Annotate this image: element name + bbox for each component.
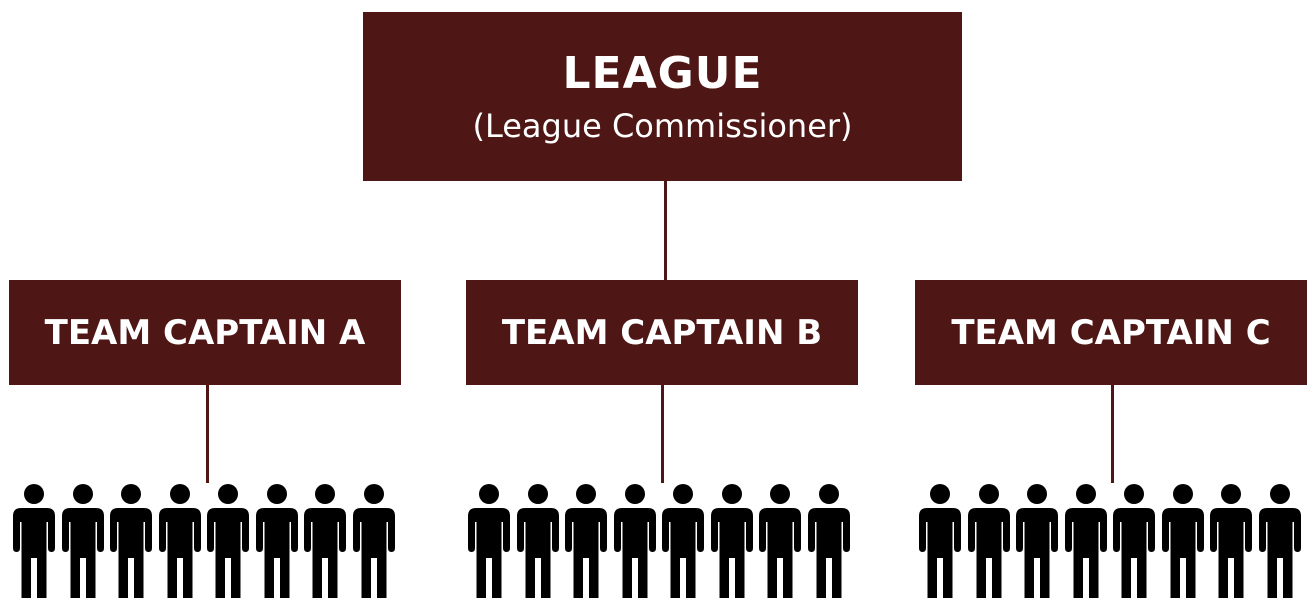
- person-icon: [8, 482, 60, 598]
- team-captain-b-label: TEAM CAPTAIN B: [501, 312, 823, 353]
- person-icon: [105, 482, 157, 598]
- person-icon: [202, 482, 254, 598]
- person-icon: [57, 482, 109, 598]
- person-icon: [1205, 482, 1257, 598]
- team-captain-c-label: TEAM CAPTAIN C: [951, 312, 1271, 353]
- team-captain-b-box: TEAM CAPTAIN B: [466, 280, 858, 385]
- person-icon: [1060, 482, 1112, 598]
- person-icon: [299, 482, 351, 598]
- person-icon: [251, 482, 303, 598]
- person-icon: [512, 482, 564, 598]
- league-subtitle: (League Commissioner): [472, 106, 853, 145]
- person-icon: [463, 482, 515, 598]
- person-icon: [1254, 482, 1306, 598]
- connector-captain-c-to-team: [1111, 385, 1114, 483]
- person-icon: [657, 482, 709, 598]
- person-icon: [1157, 482, 1209, 598]
- team-captain-a-label: TEAM CAPTAIN A: [44, 312, 366, 353]
- person-icon: [348, 482, 400, 598]
- team-captain-a-box: TEAM CAPTAIN A: [9, 280, 401, 385]
- league-title: LEAGUE: [562, 47, 763, 99]
- person-icon: [754, 482, 806, 598]
- person-icon: [154, 482, 206, 598]
- person-icon: [803, 482, 855, 598]
- person-icon: [1011, 482, 1063, 598]
- connector-league-to-captains: [664, 181, 667, 280]
- person-icon: [963, 482, 1015, 598]
- person-icon: [1108, 482, 1160, 598]
- league-box: LEAGUE (League Commissioner): [363, 12, 962, 181]
- connector-captain-b-to-team: [661, 385, 664, 483]
- connector-captain-a-to-team: [206, 385, 209, 483]
- person-icon: [914, 482, 966, 598]
- person-icon: [706, 482, 758, 598]
- person-icon: [560, 482, 612, 598]
- person-icon: [609, 482, 661, 598]
- team-captain-c-box: TEAM CAPTAIN C: [915, 280, 1307, 385]
